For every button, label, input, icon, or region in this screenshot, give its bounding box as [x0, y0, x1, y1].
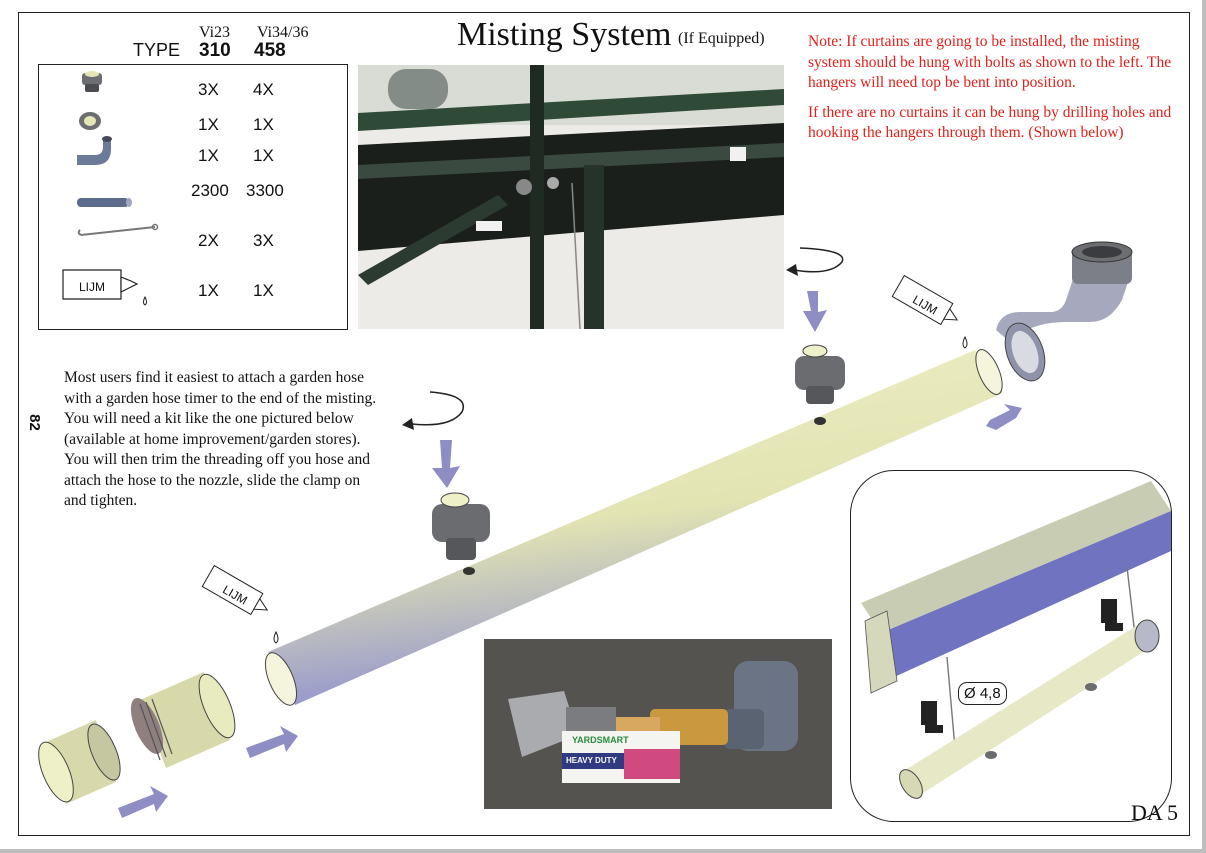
arrow-end-cap	[118, 786, 168, 818]
threaded-coupler	[130, 672, 236, 768]
end-cap-icon	[79, 112, 101, 130]
pipe-icon	[77, 198, 132, 207]
down-arrow-2	[803, 291, 827, 332]
nozzle-1	[432, 492, 490, 560]
rotate-arrow-1	[411, 391, 464, 426]
note-no-curtains: If there are no curtains it can be hung …	[808, 103, 1172, 142]
qty-nozzle-b: 4X	[253, 80, 274, 99]
document-code: DA 5	[1131, 800, 1179, 825]
mounting-photo-art	[358, 65, 784, 329]
model-count-vi23: 310	[199, 40, 231, 61]
nozzle-2	[795, 344, 845, 404]
model-count-vi34: 458	[254, 40, 286, 61]
note-curtains: Note: If curtains are going to be instal…	[808, 33, 1172, 91]
hose-kit-brand: YARDSMART	[572, 735, 629, 745]
qty-end-cap-b: 1X	[253, 115, 274, 134]
elbow-fitting	[996, 241, 1133, 382]
main-pipe	[264, 349, 1003, 706]
hose-kit-photo: YARDSMART HEAVY DUTY	[484, 639, 832, 809]
glue-tube-label: LIJM	[79, 280, 106, 294]
hose-kit-photo-art	[484, 639, 832, 809]
drill-icon-1	[921, 701, 943, 733]
qty-nozzle-a: 3X	[198, 80, 219, 99]
page-frame	[18, 12, 1190, 836]
page-title: Misting System	[457, 16, 672, 53]
qty-glue-a: 1X	[198, 281, 219, 300]
page-subtitle: (If Equipped)	[678, 30, 765, 47]
qty-glue-b: 1X	[253, 281, 274, 300]
drill-diameter-label: Ø 4,8	[958, 682, 1007, 705]
model-name-vi34: Vi34/36	[257, 24, 309, 41]
qty-pipe-b: 3300	[246, 181, 284, 200]
end-cap	[38, 720, 121, 804]
drilled-hanging-detail-art	[861, 481, 1171, 799]
hose-instructions: Most users find it easiest to attach a g…	[64, 369, 377, 509]
parts-icons	[62, 71, 159, 306]
qty-elbow-a: 1X	[198, 146, 219, 165]
qty-end-cap-a: 1X	[198, 115, 219, 134]
glue-drop-1	[273, 630, 279, 644]
installation-note: Note: If curtains are going to be instal…	[808, 32, 1178, 153]
glue-tube-diagram-1	[201, 564, 269, 616]
glue-drop-2	[962, 335, 968, 349]
down-arrow-1	[432, 440, 460, 488]
qty-hanger-b: 3X	[253, 231, 274, 250]
qty-pipe-a: 2300	[191, 181, 229, 200]
glue-tube-icon	[62, 269, 147, 306]
model-name-vi23: Vi23	[199, 24, 231, 41]
arrow-elbow	[986, 404, 1022, 430]
arrow-coupler	[246, 726, 298, 758]
hanger-icon	[77, 223, 159, 236]
type-label: TYPE	[133, 40, 181, 60]
drilled-hanging-detail	[850, 470, 1172, 822]
parts-list-box: LIJM 3X 4X 1X 1X 1X 1X 2300 3300 2X 3X 1…	[38, 64, 348, 330]
elbow-icon	[77, 136, 112, 165]
mounting-photo	[358, 65, 784, 329]
qty-hanger-a: 2X	[198, 231, 219, 250]
hose-kit-tag: HEAVY DUTY	[566, 756, 617, 765]
qty-elbow-b: 1X	[253, 146, 274, 165]
drill-icon-2	[1101, 599, 1123, 631]
glue-tube-diagram-2	[891, 274, 959, 326]
nozzle-icon	[82, 71, 102, 92]
rotate-arrow-2	[793, 247, 844, 273]
